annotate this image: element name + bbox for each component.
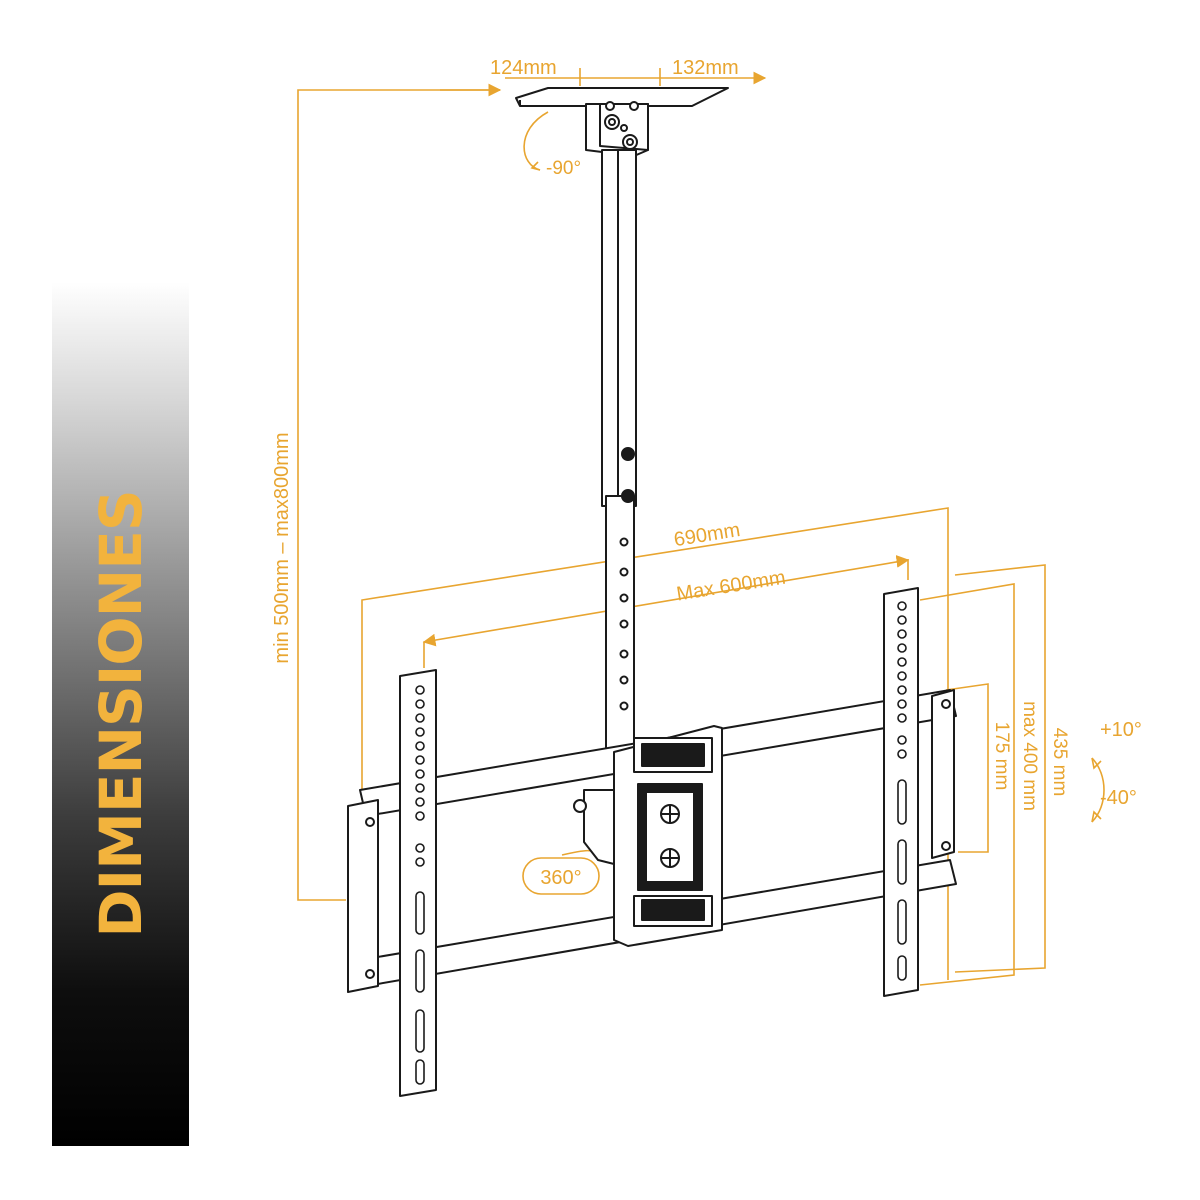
pole-height-dimension-line (297, 89, 500, 901)
arm-holes (415, 601, 907, 1085)
right-frame-plate (931, 689, 955, 859)
swivel-label: 360° (540, 867, 581, 889)
tilt-up-label: +10° (1100, 719, 1142, 741)
tilt-down-label: -40° (1100, 787, 1137, 809)
h400-dimension-line (919, 583, 1015, 986)
ceiling-tilt-label: -90° (546, 158, 581, 179)
mount-drawing (347, 87, 957, 1097)
left-arm-holes (415, 685, 425, 1085)
width-max600-label: Max 600mm (675, 567, 787, 606)
plate-left-label: 124mm (490, 57, 557, 79)
left-vertical-arm (399, 669, 437, 1097)
left-frame-plate (347, 799, 379, 993)
width-max600-dimension-line (423, 559, 909, 668)
swivel-joint (583, 789, 615, 865)
h400-label: max 400 mm (1019, 701, 1040, 811)
h175-label: 175 mm (991, 722, 1012, 791)
dimensiones-banner: DIMENSIONES (52, 282, 189, 1146)
tilt-arc (1091, 757, 1105, 823)
pole-height-label: min 500mm – max800mm (271, 432, 293, 663)
swivel-oval (522, 857, 600, 895)
h435-dimension-line (954, 564, 1046, 973)
ceiling-tilt-arc (523, 111, 549, 171)
right-arm-holes (897, 601, 907, 981)
h435-label: 435 mm (1049, 728, 1070, 797)
plate-right-label: 132mm (672, 57, 739, 79)
h175-dimension-line (945, 683, 989, 853)
